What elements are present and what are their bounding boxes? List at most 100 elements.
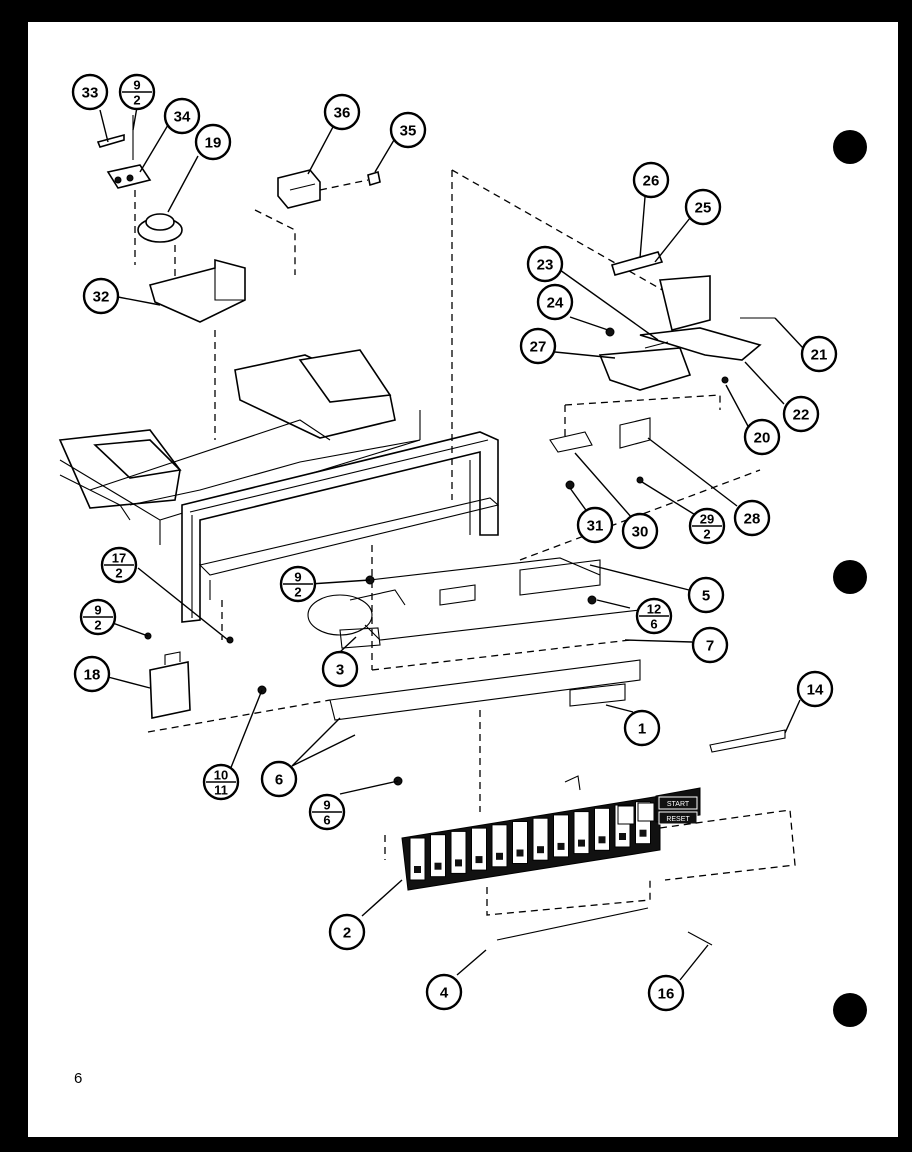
callout-number: 25	[695, 200, 712, 217]
panel-key-indicator	[598, 836, 606, 844]
panel-key	[553, 814, 569, 858]
panel-key	[471, 827, 487, 871]
fraction-top: 9	[94, 603, 101, 618]
fraction-bottom: 2	[94, 618, 101, 633]
page-number: 6	[74, 1070, 83, 1087]
callout-number: 33	[82, 85, 99, 102]
panel-key-indicator	[516, 849, 524, 857]
callout-number: 14	[807, 682, 824, 699]
panel-key	[573, 811, 590, 855]
callout-31: 31	[576, 506, 614, 544]
fraction-top: 10	[214, 768, 228, 783]
callout-number: 21	[811, 347, 828, 364]
panel-key-indicator	[619, 833, 626, 840]
latch-mechanism	[519, 251, 775, 605]
panel-key-indicator	[434, 862, 442, 870]
fraction-top: 12	[647, 602, 661, 617]
fraction-callout-12-6: 126	[635, 597, 673, 635]
panel-key-indicator	[557, 842, 565, 850]
callout-22: 22	[782, 395, 820, 433]
leader-lines	[99, 106, 804, 981]
callout-21: 21	[800, 335, 838, 373]
fraction-top: 17	[112, 551, 126, 566]
fraction-top: 9	[133, 78, 140, 93]
callout-number: 35	[400, 123, 417, 140]
callout-number: 18	[84, 667, 101, 684]
callout-number: 7	[706, 638, 714, 655]
callout-7: 7	[691, 626, 729, 664]
callout-number: 34	[174, 109, 191, 126]
fraction-bottom: 6	[650, 617, 657, 632]
start-key-label: START	[667, 801, 690, 808]
callout-20: 20	[743, 418, 781, 456]
fraction-top: 29	[700, 512, 714, 527]
fraction-bottom: 2	[703, 527, 710, 542]
fraction-top: 9	[323, 798, 330, 813]
fraction-callout-9-6: 96	[308, 793, 346, 831]
callout-1: 1	[623, 709, 661, 747]
callout-33: 33	[71, 73, 109, 111]
callout-number: 36	[334, 105, 351, 122]
callout-25: 25	[684, 188, 722, 226]
cavity-top-housing	[58, 349, 421, 545]
callout-number: 19	[205, 135, 222, 152]
binder-hole-middle	[833, 560, 867, 594]
panel-key-indicator	[414, 866, 421, 873]
panel-key	[637, 802, 655, 822]
panel-key-indicator	[578, 839, 585, 847]
callout-number: 32	[93, 289, 110, 306]
callout-number: 27	[530, 339, 547, 356]
callout-30: 30	[621, 512, 659, 550]
callout-number: 4	[440, 985, 449, 1002]
callout-32: 32	[82, 277, 120, 315]
callout-number: 16	[658, 986, 675, 1003]
callout-27: 27	[519, 327, 557, 365]
reset-key-label: RESET	[666, 816, 690, 823]
fraction-bottom: 6	[323, 813, 330, 828]
panel-key	[532, 817, 549, 861]
binder-hole-top	[833, 130, 867, 164]
callout-number: 31	[587, 518, 604, 535]
callout-6: 6	[260, 760, 298, 798]
callout-35: 35	[389, 111, 427, 149]
panel-key	[512, 821, 528, 864]
fraction-callout-9-2: 92	[79, 598, 117, 636]
callout-26: 26	[632, 161, 670, 199]
terminal-block-group	[277, 169, 681, 500]
callout-number: 1	[638, 721, 646, 738]
fraction-bottom: 11	[214, 783, 228, 798]
front-frame	[181, 431, 500, 623]
control-panel: START RESET	[384, 710, 796, 946]
callout-23: 23	[526, 245, 564, 283]
panel-key-indicator	[537, 846, 544, 854]
callout-3: 3	[321, 650, 359, 688]
fraction-callout-9-2: 92	[279, 565, 317, 603]
callout-14: 14	[796, 670, 834, 708]
callout-4: 4	[425, 973, 463, 1011]
panel-key	[491, 824, 508, 868]
panel-key	[617, 805, 635, 825]
fraction-bottom: 2	[294, 585, 301, 600]
callout-18: 18	[73, 655, 111, 693]
panel-key	[409, 837, 426, 881]
callout-5: 5	[687, 576, 725, 614]
binder-hole-bottom	[833, 993, 867, 1027]
drawing-sheet	[28, 22, 898, 1137]
fraction-bottom: 2	[133, 93, 140, 108]
panel-key	[450, 830, 467, 874]
panel-key	[430, 834, 446, 878]
callout-number: 22	[793, 407, 810, 424]
callout-number: 6	[275, 772, 283, 789]
fraction-top: 9	[294, 570, 301, 585]
callout-34: 34	[163, 97, 201, 135]
panel-key	[594, 807, 610, 851]
callout-36: 36	[323, 93, 361, 131]
panel-key-indicator	[639, 829, 647, 837]
thermostat-group	[96, 115, 296, 440]
fraction-callout-29-2: 292	[688, 507, 726, 545]
panel-key-indicator	[475, 856, 483, 864]
callout-number: 3	[336, 662, 344, 679]
callout-number: 30	[632, 524, 649, 541]
